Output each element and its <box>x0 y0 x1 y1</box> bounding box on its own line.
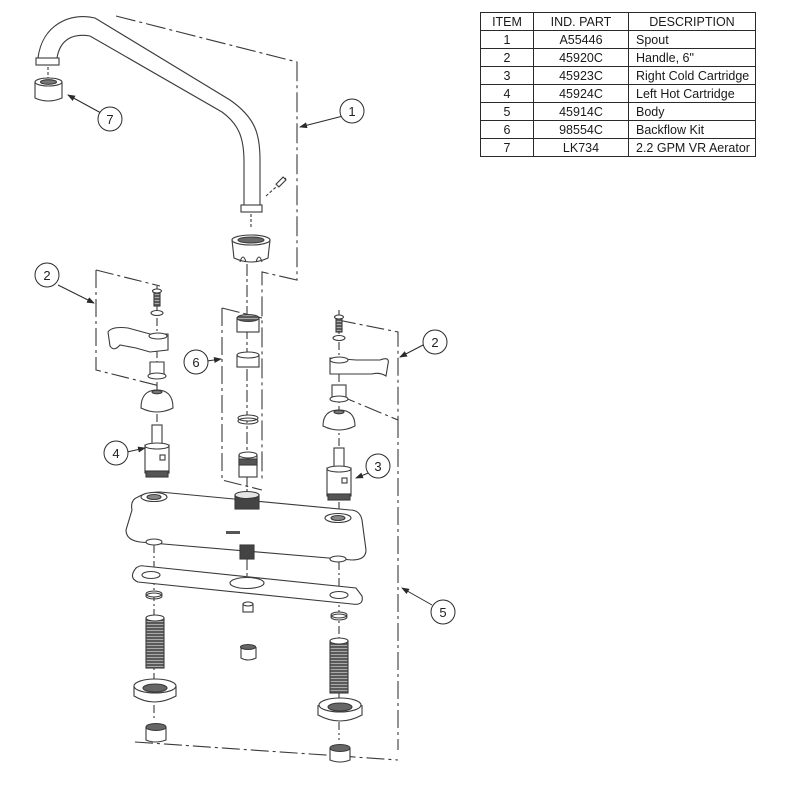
backflow-kit <box>236 313 260 478</box>
table-row: 6 98554C Backflow Kit <box>480 120 756 139</box>
callout-1: 1 <box>339 98 365 124</box>
leader-line-6 <box>206 357 222 363</box>
callout-2-right: 2 <box>422 329 448 355</box>
body-group-boundary-bottom <box>134 741 399 761</box>
right-mounting-hardware <box>317 611 363 763</box>
table-row: 2 45920C Handle, 6" <box>480 48 756 67</box>
part-number: LK734 <box>533 138 629 157</box>
part-number: 98554C <box>533 120 629 139</box>
part-description: Left Hot Cartridge <box>628 84 756 103</box>
svg-text:4: 4 <box>112 446 119 461</box>
table-row: 7 LK734 2.2 GPM VR Aerator <box>480 138 756 157</box>
table-header-row: ITEM IND. PART DESCRIPTION <box>480 12 756 31</box>
header-description: DESCRIPTION <box>628 12 756 31</box>
callout-4: 4 <box>103 440 129 466</box>
callout-2-left: 2 <box>34 262 60 288</box>
item-number: 5 <box>480 102 534 121</box>
item-number: 4 <box>480 84 534 103</box>
leader-line-2-right <box>399 343 426 358</box>
leader-line-7 <box>67 94 102 114</box>
svg-text:5: 5 <box>439 605 446 620</box>
part-number: 45923C <box>533 66 629 85</box>
callout-7: 7 <box>97 106 123 132</box>
part-description: Body <box>628 102 756 121</box>
item-number: 2 <box>480 48 534 67</box>
aerator <box>34 77 63 102</box>
right-escutcheon-cap <box>322 409 356 431</box>
svg-text:2: 2 <box>431 335 438 350</box>
leader-line-4 <box>126 446 146 453</box>
spout <box>35 16 287 213</box>
faucet-body <box>125 490 367 563</box>
right-cold-cartridge <box>326 447 352 501</box>
item-number: 7 <box>480 138 534 157</box>
part-number: A55446 <box>533 30 629 49</box>
leader-line-1 <box>299 115 344 129</box>
item-number: 6 <box>480 120 534 139</box>
table-row: 4 45924C Left Hot Cartridge <box>480 84 756 103</box>
parts-list-table: ITEM IND. PART DESCRIPTION 1 A55446 Spou… <box>480 12 756 157</box>
spout-nut <box>231 234 271 263</box>
left-handle <box>107 288 169 380</box>
svg-text:2: 2 <box>43 268 50 283</box>
part-description: Spout <box>628 30 756 49</box>
part-description: Right Cold Cartridge <box>628 66 756 85</box>
part-number: 45914C <box>533 102 629 121</box>
table-row: 1 A55446 Spout <box>480 30 756 49</box>
right-handle <box>329 314 389 403</box>
svg-text:7: 7 <box>106 112 113 127</box>
part-number: 45920C <box>533 48 629 67</box>
leader-line-2-left <box>57 284 95 304</box>
item-number: 3 <box>480 66 534 85</box>
left-escutcheon-cap <box>140 389 174 413</box>
callout-3: 3 <box>365 453 391 479</box>
table-row: 3 45923C Right Cold Cartridge <box>480 66 756 85</box>
left-handle-boundary <box>95 269 161 387</box>
spout-group-boundary <box>115 15 298 480</box>
item-number: 1 <box>480 30 534 49</box>
callout-6: 6 <box>183 349 209 375</box>
center-hardware <box>239 601 257 661</box>
left-hot-cartridge <box>144 424 170 478</box>
svg-text:3: 3 <box>374 459 381 474</box>
part-description: Backflow Kit <box>628 120 756 139</box>
svg-text:6: 6 <box>192 355 199 370</box>
left-mounting-hardware <box>133 590 177 743</box>
callout-5: 5 <box>430 599 456 625</box>
brand-logo-mark <box>226 531 240 534</box>
header-ind-part: IND. PART <box>533 12 629 31</box>
part-description: Handle, 6" <box>628 48 756 67</box>
part-number: 45924C <box>533 84 629 103</box>
svg-text:1: 1 <box>348 104 355 119</box>
part-description: 2.2 GPM VR Aerator <box>628 138 756 157</box>
leader-line-5 <box>401 587 433 606</box>
header-item: ITEM <box>480 12 534 31</box>
deck-gasket <box>131 565 363 605</box>
table-row: 5 45914C Body <box>480 102 756 121</box>
